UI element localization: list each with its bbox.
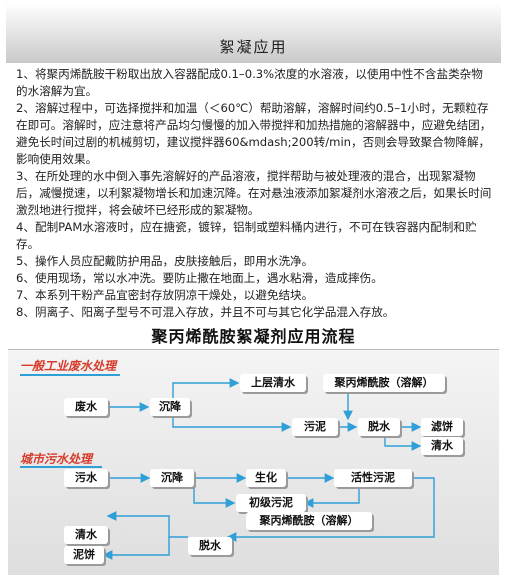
title-banner: 絮凝应用 [6, 3, 501, 63]
node-primary-sludge: 初级污泥 [236, 494, 306, 512]
flow-title: 聚丙烯酰胺絮凝剂应用流程 [151, 327, 356, 346]
instruction-item-2: 2、溶解过程中，可选择搅拌和加温（＜60℃）帮助溶解，溶解时间约0.5–1小时，… [16, 101, 492, 166]
municipal-section-label: 城市污水处理 [20, 452, 93, 466]
arrow-dewatering-clearwater [384, 436, 422, 451]
node-dewatering-municipal: 脱水 [188, 537, 232, 555]
instruction-item-8: 8、阴离子、阳离子型号不可混入存放，并且不可与其它化学品混入存放。 [16, 305, 395, 319]
node-settling: 沉降 [150, 398, 190, 416]
node-dewatering: 脱水 [358, 418, 400, 436]
industrial-section-underline [20, 374, 120, 376]
node-sludge: 污泥 [292, 418, 338, 436]
arrow-dewatering-clearwater-2 [106, 511, 188, 538]
node-sewage: 污水 [64, 469, 108, 487]
instruction-item-5: 5、操作人员应配戴防护用品，皮肤接触后，即用水洗净。 [16, 254, 314, 268]
node-pam-industrial: 聚丙烯酰胺（溶解） [323, 374, 445, 392]
arrow-settling-sludge [172, 416, 292, 432]
node-biochem: 生化 [246, 469, 286, 487]
industrial-section-label: 一般工业废水处理 [20, 359, 117, 373]
instruction-item-1: 1、将聚丙烯酰胺干粉取出放入容器配成0.1–0.3%浓度的水溶液，以使用中性不含… [16, 67, 483, 98]
node-pam-municipal: 聚丙烯酰胺（溶解） [246, 512, 372, 530]
instruction-item-4: 4、配制PAM水溶液时，应在搪瓷，镀锌，铝制或塑料桶内进行，不可在铁容器内配制和… [16, 220, 477, 251]
node-clear-water-municipal: 清水 [64, 526, 108, 544]
node-activated-sludge: 活性污泥 [334, 469, 412, 487]
node-supernatant: 上层清水 [240, 374, 306, 392]
node-clear-water-industrial: 清水 [421, 437, 463, 455]
arrow-activated-primary [303, 487, 360, 508]
node-mud-cake: 泥饼 [64, 546, 104, 564]
instruction-item-6: 6、使用现场，常以水冲洗。要防止撒在地面上，遇水粘滑，造成摔伤。 [16, 271, 383, 285]
flow-connectors [102, 378, 435, 560]
page-title: 絮凝应用 [219, 38, 288, 56]
instruction-item-7: 7、本系列干粉产品宜密封存放阴凉干燥处，以避免结块。 [16, 288, 314, 302]
instruction-item-3: 3、在所处理的水中倒入事先溶解好的产品溶液，搅拌帮助与被处理液的混合，出现絮凝物… [16, 169, 492, 217]
node-filter-cake: 滤饼 [421, 418, 463, 436]
usage-instructions: 1、将聚丙烯酰胺干粉取出放入容器配成0.1–0.3%浓度的水溶液，以使用中性不含… [16, 66, 494, 321]
node-wastewater: 废水 [64, 398, 108, 416]
municipal-section-underline [20, 466, 102, 468]
arrow-settling-supernatant [172, 378, 240, 398]
node-settling-municipal: 沉降 [150, 469, 194, 487]
arrow-settling-primary [193, 487, 236, 508]
arrow-to-dewatering [226, 477, 435, 542]
arrow-dewatering-mudcake [102, 537, 170, 560]
